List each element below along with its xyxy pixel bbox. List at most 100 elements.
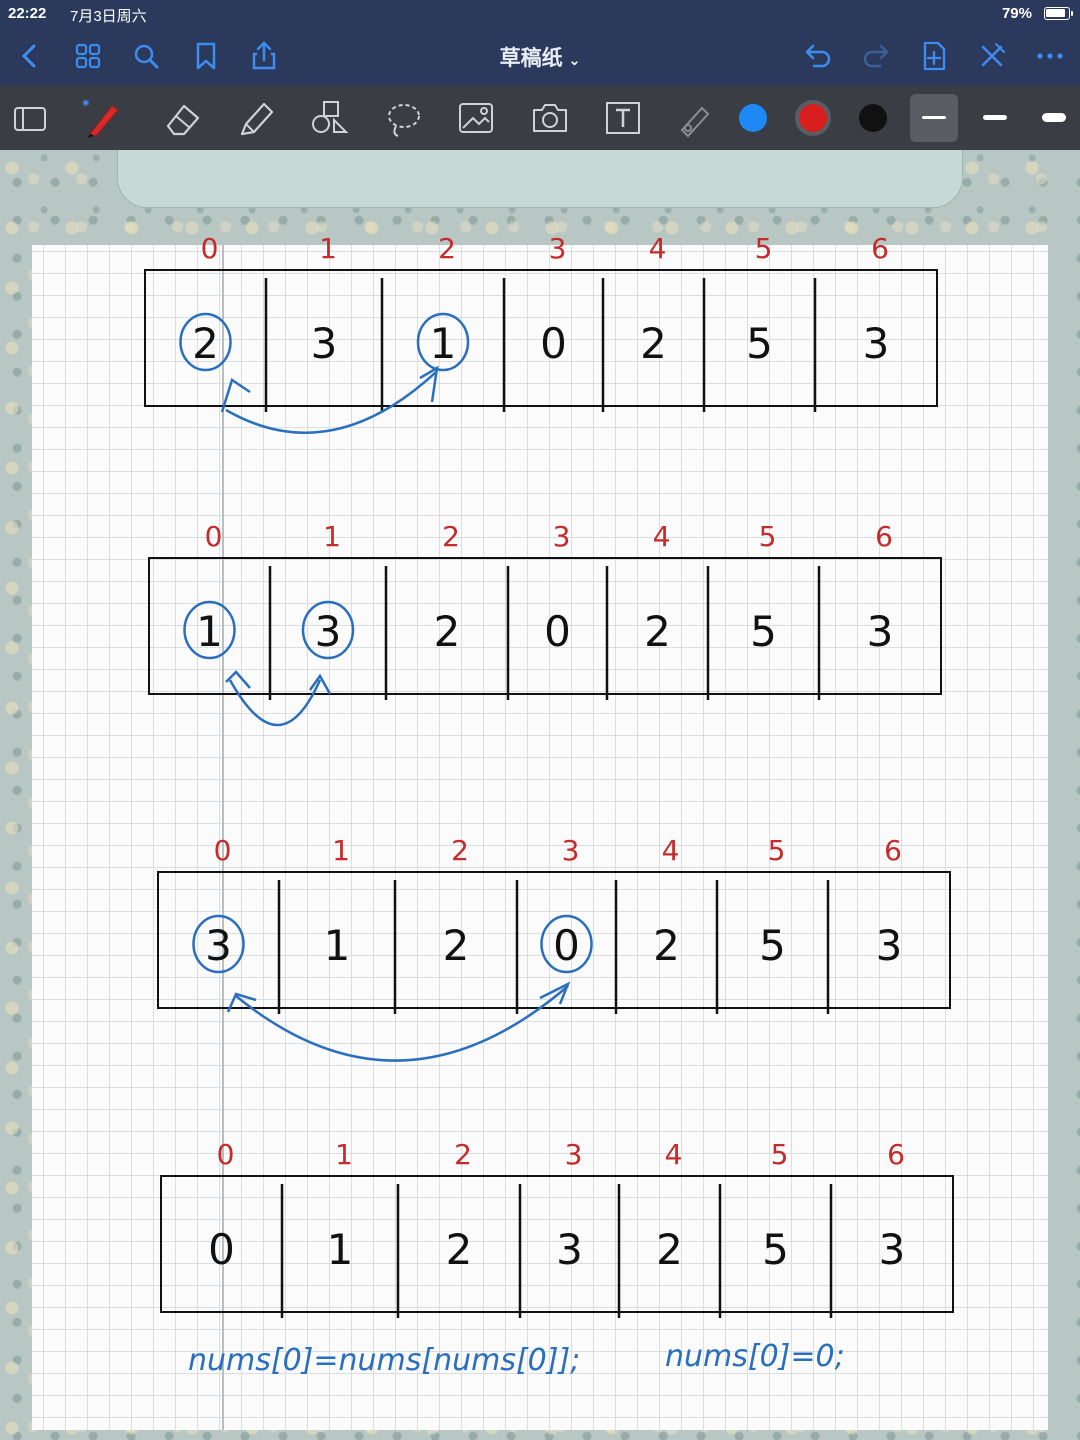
swap-arrow-head-row-1a xyxy=(220,378,251,413)
index-label: 2 xyxy=(442,520,460,553)
redo-button[interactable] xyxy=(860,40,892,72)
image-tool[interactable] xyxy=(455,98,497,138)
circled-cell-marker xyxy=(301,600,355,660)
svg-text:✱: ✱ xyxy=(82,98,90,108)
undo-button[interactable] xyxy=(802,40,834,72)
index-label: 3 xyxy=(565,1138,583,1171)
battery-percent: 79% xyxy=(1001,5,1032,22)
cell-value: 2 xyxy=(446,1225,473,1274)
cell-value: 0 xyxy=(540,319,567,368)
add-page-button[interactable] xyxy=(918,40,950,72)
swap-arrows xyxy=(220,365,571,1062)
add-page-icon xyxy=(923,41,946,71)
lasso-tool[interactable] xyxy=(382,98,424,138)
bookmark-button[interactable] xyxy=(190,40,222,72)
cell-value: 3 xyxy=(556,1225,583,1274)
array-rows: 0213213042556301132230425563031122304255… xyxy=(144,232,954,1318)
search-button[interactable] xyxy=(130,40,162,72)
status-date: 7月3日周六 xyxy=(70,8,147,25)
cell-value: 0 xyxy=(553,921,580,970)
more-button[interactable] xyxy=(1034,40,1066,72)
pen-icon: ✱ xyxy=(82,98,119,138)
index-label: 5 xyxy=(771,1138,789,1171)
shapes-tool[interactable] xyxy=(308,98,350,138)
index-label: 4 xyxy=(665,1138,683,1171)
swap-arrow-head-row-2b xyxy=(308,673,332,695)
stroke-width-thin-icon xyxy=(922,116,946,119)
eraser-icon xyxy=(166,104,200,136)
page-margin-line xyxy=(222,245,224,1430)
index-label: 4 xyxy=(649,232,667,265)
status-bar: 22:22 7月3日周六 79% xyxy=(0,0,1080,28)
circled-cell-marker xyxy=(540,914,593,974)
circled-cell-marker xyxy=(416,312,470,372)
cell-value: 2 xyxy=(644,607,671,656)
index-label: 6 xyxy=(887,1138,905,1171)
cell-value: 5 xyxy=(759,921,786,970)
code-line-2: nums[0]=0; xyxy=(665,1339,845,1374)
index-label: 2 xyxy=(454,1138,472,1171)
back-button[interactable] xyxy=(14,40,46,72)
highlighter-icon xyxy=(240,102,274,136)
swap-arrow-row-2 xyxy=(228,679,322,726)
redo-icon xyxy=(863,44,889,68)
laser-pointer-tool[interactable] xyxy=(674,98,716,138)
nav-bar: 草稿纸⌄ xyxy=(0,28,1080,86)
array-box xyxy=(148,557,942,695)
cell-value: 3 xyxy=(205,921,232,970)
text-box-icon xyxy=(606,102,640,134)
color-swatch-black[interactable] xyxy=(859,104,887,132)
status-time: 22:22 xyxy=(8,5,47,22)
share-button[interactable] xyxy=(248,40,280,72)
circled-cell-marker xyxy=(192,914,245,974)
cell-value: 5 xyxy=(746,319,773,368)
index-label: 1 xyxy=(319,232,337,265)
pen-off-icon xyxy=(981,43,1005,67)
stroke-width-medium[interactable] xyxy=(983,115,1007,120)
drawing-toolbar: ✱ xyxy=(0,86,1080,150)
color-swatch-red-selected[interactable] xyxy=(799,104,827,132)
index-label: 0 xyxy=(217,1138,235,1171)
grid-icon xyxy=(75,43,101,69)
cell-value: 3 xyxy=(876,921,903,970)
chevron-down-icon: ⌄ xyxy=(568,52,581,68)
thumbnails-button[interactable] xyxy=(72,40,104,72)
cell-value: 2 xyxy=(640,319,667,368)
page-view-tool[interactable] xyxy=(9,98,51,138)
index-label: 6 xyxy=(884,834,902,867)
document-title[interactable]: 草稿纸⌄ xyxy=(0,42,1080,72)
cell-value: 2 xyxy=(192,319,219,368)
grid-paper-page xyxy=(32,245,1048,1430)
color-swatch-blue[interactable] xyxy=(739,104,767,132)
swap-arrow-head-row-2a xyxy=(225,670,251,689)
cell-value: 0 xyxy=(208,1225,235,1274)
index-label: 6 xyxy=(875,520,893,553)
stroke-width-thick[interactable] xyxy=(1042,113,1066,122)
cell-value: 3 xyxy=(879,1225,906,1274)
cell-value: 3 xyxy=(315,607,342,656)
close-pen-button[interactable] xyxy=(976,40,1008,72)
page-layout-icon xyxy=(14,107,46,131)
index-label: 3 xyxy=(562,834,580,867)
page-header-strip xyxy=(117,146,963,208)
index-label: 4 xyxy=(653,520,671,553)
cell-value: 1 xyxy=(327,1225,354,1274)
cell-value: 2 xyxy=(443,921,470,970)
laser-pointer-icon xyxy=(680,106,710,138)
swap-arrow-head-row-3b xyxy=(539,981,571,1005)
text-tool[interactable] xyxy=(602,98,644,138)
highlighter-tool[interactable] xyxy=(236,98,278,138)
cell-value: 3 xyxy=(867,607,894,656)
eraser-tool[interactable] xyxy=(162,98,204,138)
cell-value: 5 xyxy=(762,1225,789,1274)
swap-arrow-head-row-3a xyxy=(226,992,257,1013)
pen-tool[interactable]: ✱ xyxy=(82,98,124,138)
cell-value: 1 xyxy=(324,921,351,970)
index-label: 1 xyxy=(323,520,341,553)
index-label: 1 xyxy=(332,834,350,867)
swap-arrow-head-row-1b xyxy=(419,365,439,403)
camera-tool[interactable] xyxy=(529,98,571,138)
array-box xyxy=(157,871,951,1009)
